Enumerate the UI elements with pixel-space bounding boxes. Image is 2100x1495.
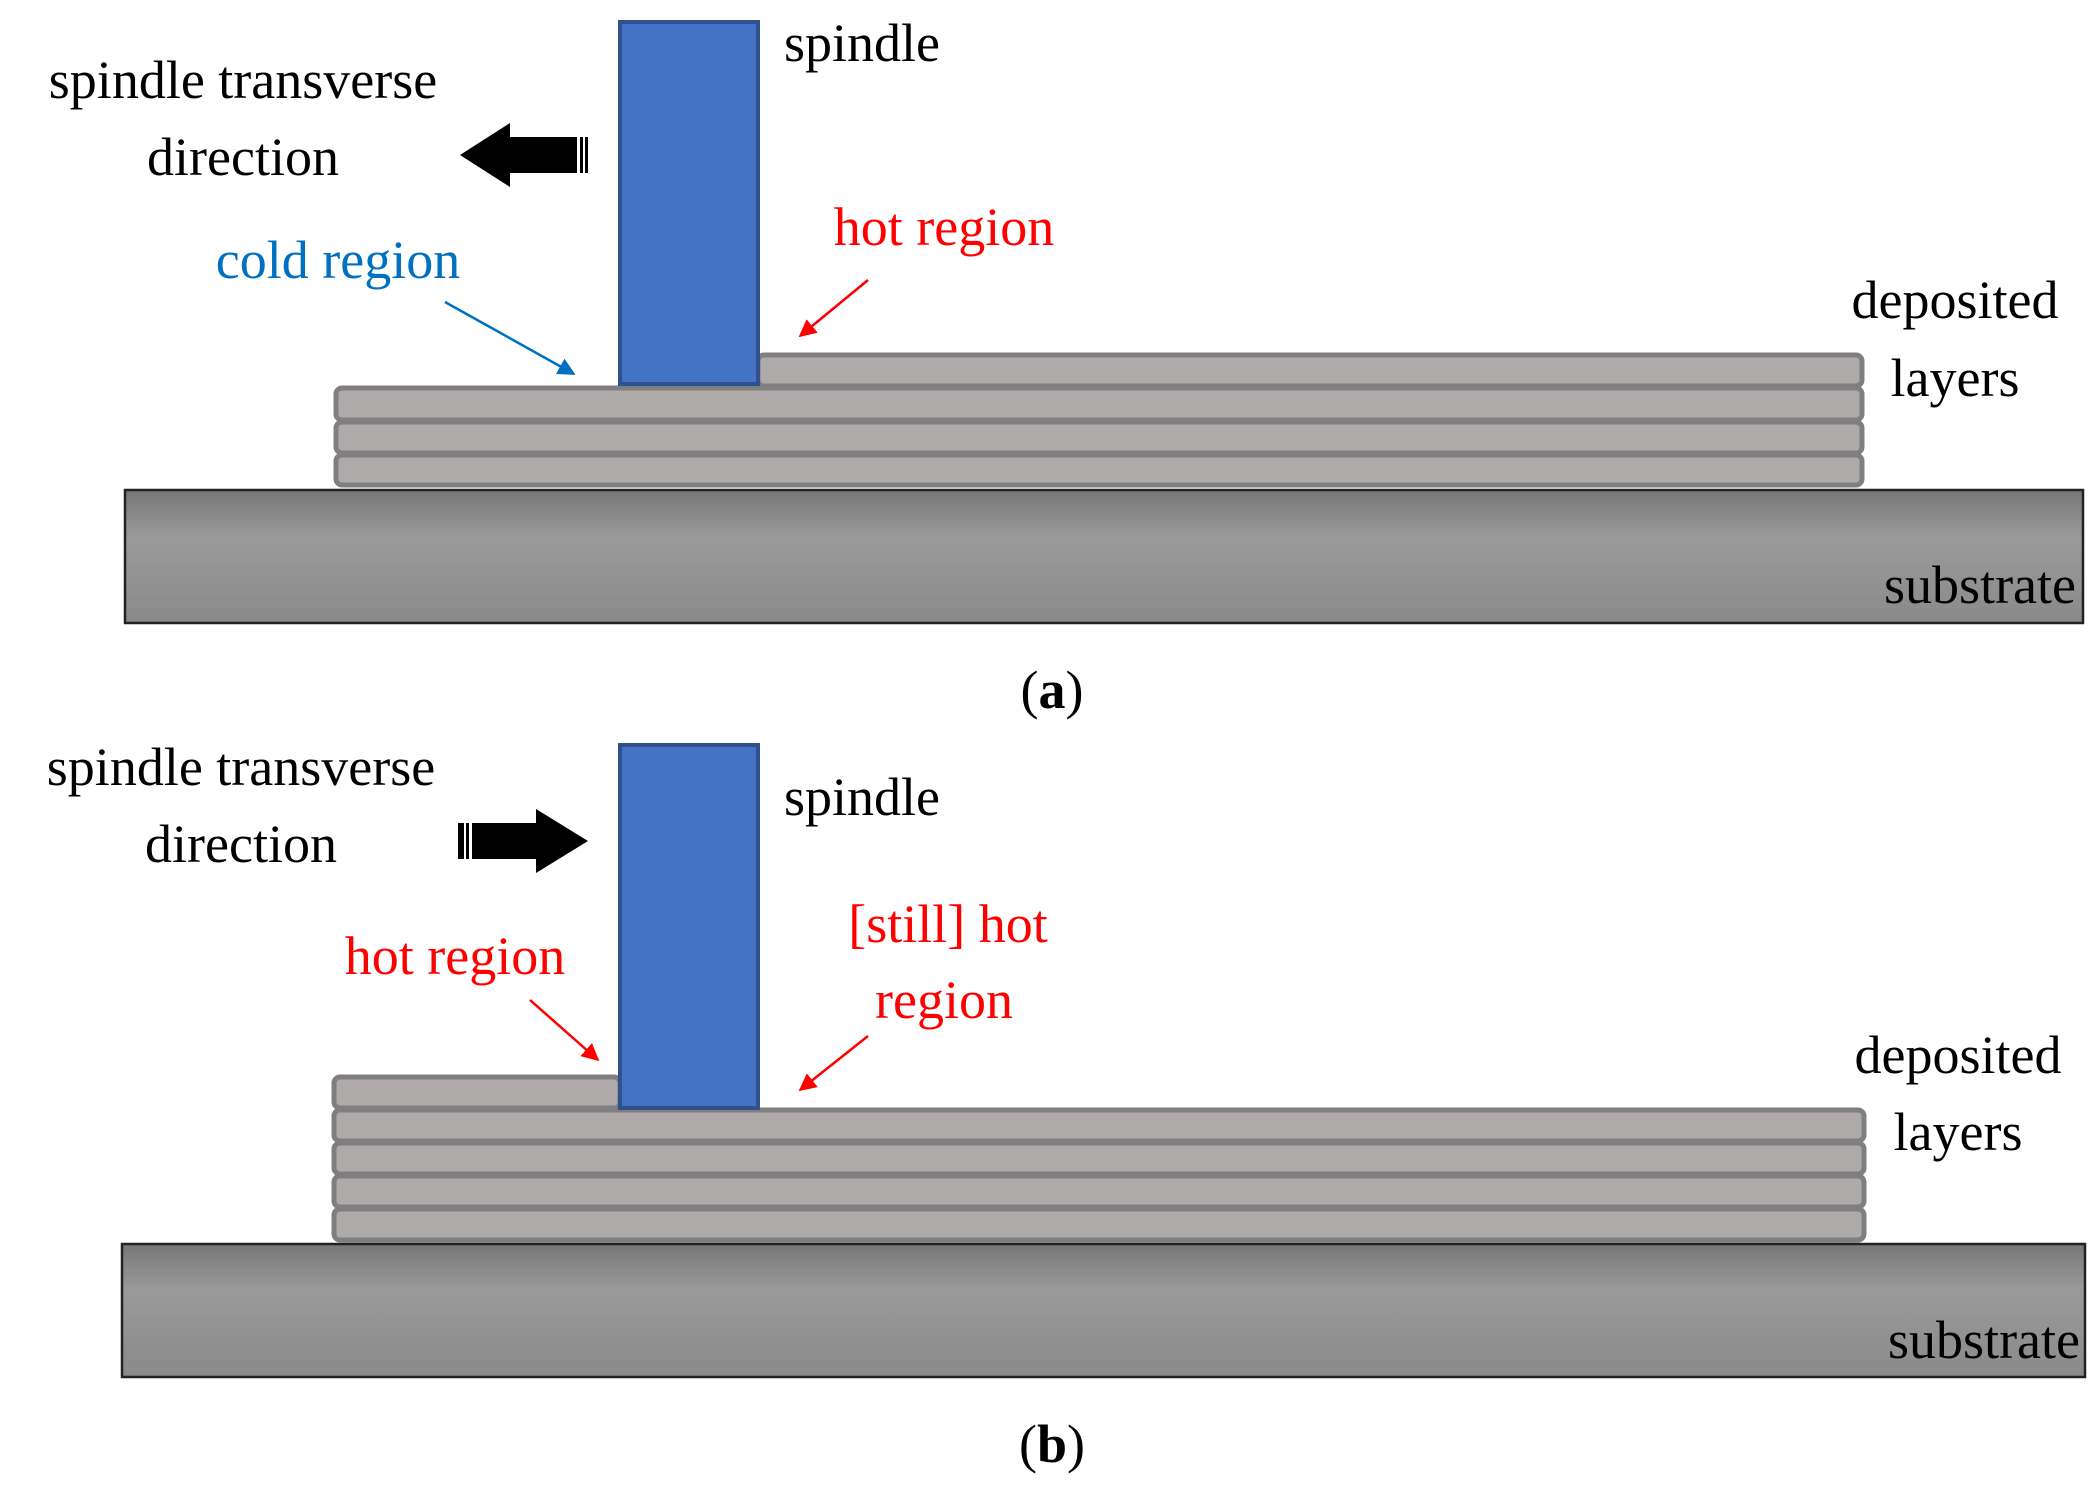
hot-region-label: hot region bbox=[834, 197, 1054, 257]
direction-label-line2: direction bbox=[145, 814, 337, 874]
layer bbox=[331, 1173, 1867, 1210]
layers-label-line2: layers bbox=[1894, 1102, 2023, 1162]
still-hot-region-label-line2: region bbox=[875, 970, 1013, 1030]
layers-label-line1: deposited bbox=[1852, 270, 2059, 330]
thick-arrow-icon bbox=[458, 809, 588, 873]
cold-region-label: cold region bbox=[216, 230, 460, 290]
thin-arrow-icon bbox=[529, 999, 600, 1062]
spindle-label: spindle bbox=[784, 13, 940, 73]
layer bbox=[333, 419, 1865, 456]
layer bbox=[331, 1107, 1867, 1144]
thin-arrow-icon bbox=[798, 1035, 869, 1092]
layer bbox=[331, 1074, 623, 1111]
layer bbox=[331, 1140, 1867, 1177]
thick-arrow-icon bbox=[460, 123, 588, 187]
layer bbox=[331, 1206, 1867, 1243]
caption-letter: b bbox=[1037, 1414, 1067, 1474]
direction-label-line1: spindle transverse bbox=[49, 50, 437, 110]
thin-arrow-icon bbox=[444, 300, 576, 376]
spindle bbox=[618, 743, 760, 1110]
thin-arrow-icon bbox=[798, 279, 869, 338]
layer bbox=[333, 452, 1865, 488]
substrate-label: substrate bbox=[1888, 1310, 2080, 1370]
caption-letter: a bbox=[1039, 660, 1066, 720]
spindle-label: spindle bbox=[784, 767, 940, 827]
layer bbox=[755, 352, 1865, 389]
substrate-label: substrate bbox=[1884, 555, 2076, 615]
spindle bbox=[618, 20, 760, 386]
panel-caption-a: (a) bbox=[1021, 660, 1084, 720]
deposited-layers bbox=[333, 352, 1865, 488]
layers-label-line2: layers bbox=[1891, 348, 2020, 408]
direction-label-line2: direction bbox=[147, 127, 339, 187]
layer bbox=[333, 385, 1865, 423]
substrate bbox=[120, 1242, 2087, 1379]
substrate bbox=[123, 488, 2085, 625]
deposited-layers bbox=[331, 1074, 1867, 1243]
hot-region-label: hot region bbox=[345, 926, 565, 986]
panel-b: substrate spindle spindle transverse dir… bbox=[47, 737, 2087, 1474]
panel-caption-b: (b) bbox=[1019, 1414, 1085, 1474]
panel-a: substrate spindle spindle transverse dir… bbox=[49, 13, 2085, 720]
still-hot-region-label-line1: [still] hot bbox=[848, 894, 1048, 954]
layers-label-line1: deposited bbox=[1855, 1025, 2062, 1085]
direction-label-line1: spindle transverse bbox=[47, 737, 435, 797]
